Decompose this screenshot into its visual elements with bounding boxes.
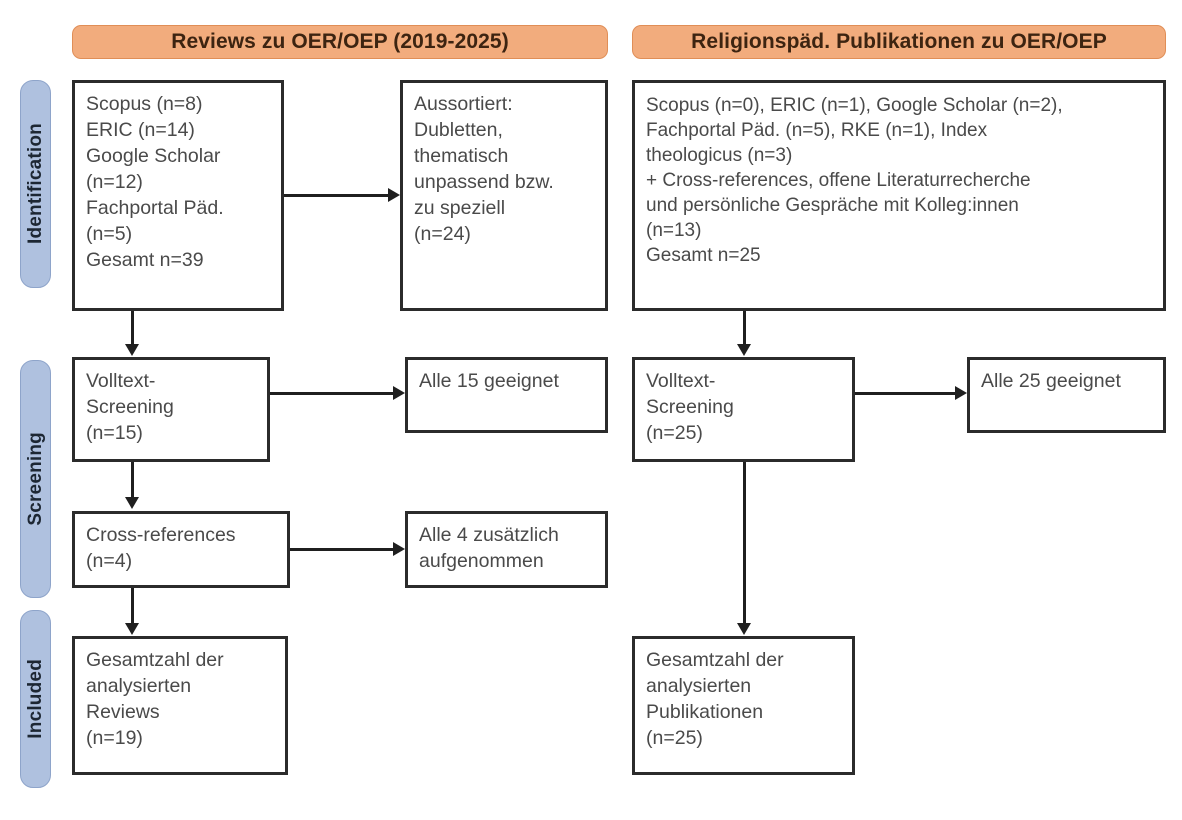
arrowhead-left-sources-to-screening [125,344,139,356]
connector-left-sources-to-screening [131,311,134,345]
arrowhead-left-screening-to-crossrefs [125,497,139,509]
connector-left-sources-to-excluded [284,194,390,197]
box-right-fulltext-screening: Volltext- Screening (n=25) [632,357,855,462]
box-right-included-total: Gesamtzahl der analysierten Publikatione… [632,636,855,775]
stage-tab-identification-label: Identification [24,123,46,245]
column-header-reviews: Reviews zu OER/OEP (2019-2025) [72,25,608,59]
stage-tab-screening: Screening [20,360,51,598]
column-header-reviews-label: Reviews zu OER/OEP (2019-2025) [171,30,509,53]
arrowhead-right-sources-to-screening [737,344,751,356]
arrowhead-crossrefs-to-included [125,623,139,635]
arrowhead-crossrefs-to-added [393,542,405,556]
connector-right-sources-to-screening [743,311,746,345]
connector-crossrefs-to-included [131,588,134,624]
stage-tab-identification: Identification [20,80,51,288]
stage-tab-included-label: Included [24,659,46,739]
arrowhead-left-screening-to-suitable [393,386,405,400]
box-left-identification-sources: Scopus (n=8) ERIC (n=14) Google Scholar … [72,80,284,311]
arrowhead-left-sources-to-excluded [388,188,400,202]
connector-right-screening-to-included [743,462,746,624]
connector-crossrefs-to-added [290,548,395,551]
stage-tab-included: Included [20,610,51,788]
connector-right-screening-to-suitable [855,392,957,395]
column-header-religionspaed-label: Religionspäd. Publikationen zu OER/OEP [691,30,1107,53]
stage-tab-screening-label: Screening [24,432,46,526]
box-right-all-suitable: Alle 25 geeignet [967,357,1166,433]
box-left-included-total: Gesamtzahl der analysierten Reviews (n=1… [72,636,288,775]
connector-left-screening-to-crossrefs [131,462,134,498]
arrowhead-right-screening-to-included [737,623,751,635]
arrowhead-right-screening-to-suitable [955,386,967,400]
box-left-cross-references: Cross-references (n=4) [72,511,290,588]
box-left-excluded: Aussortiert: Dubletten, thematisch unpas… [400,80,608,311]
box-right-identification-sources: Scopus (n=0), ERIC (n=1), Google Scholar… [632,80,1166,311]
box-left-fulltext-screening: Volltext- Screening (n=15) [72,357,270,462]
box-left-all-suitable: Alle 15 geeignet [405,357,608,433]
connector-left-screening-to-suitable [270,392,395,395]
box-left-all-added: Alle 4 zusätzlich aufgenommen [405,511,608,588]
column-header-religionspaed: Religionspäd. Publikationen zu OER/OEP [632,25,1166,59]
